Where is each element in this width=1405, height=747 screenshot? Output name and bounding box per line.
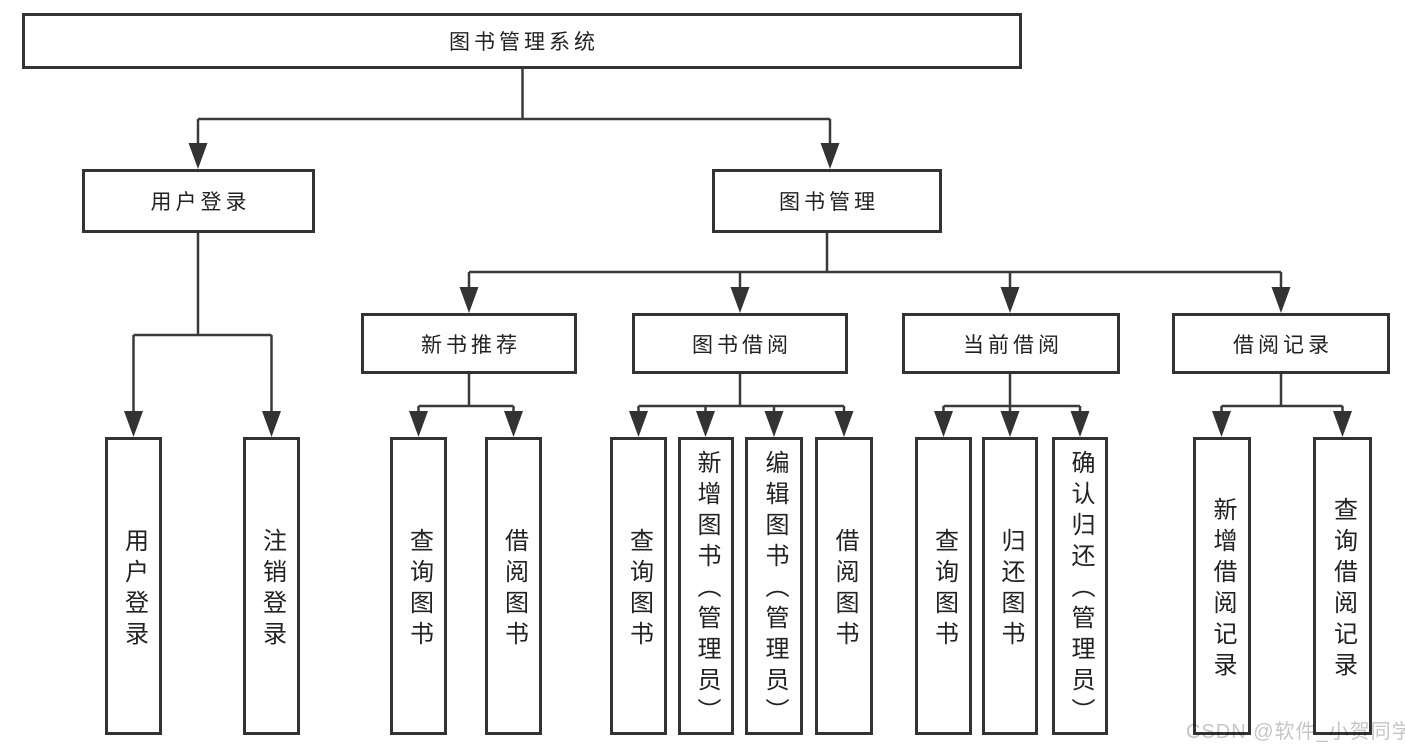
arrowhead: [696, 411, 715, 437]
node-current-borrowing: 当前借阅: [902, 313, 1120, 374]
node-library-management-system-label: 图书管理系统: [449, 31, 599, 54]
arrowhead: [934, 411, 953, 437]
leaf-rec-borrow-books: 借阅图书: [485, 437, 542, 735]
arrowhead: [409, 411, 428, 437]
arrowhead: [188, 143, 208, 169]
node-borrowing-records-label: 借阅记录: [1233, 333, 1333, 357]
leaf-logout: 注销登录: [243, 437, 300, 735]
connector-root-to-level2: [196, 69, 832, 146]
leaf-rec-query-books-label: 查询图书: [405, 527, 433, 652]
leaf-records-add-borrow-record-label: 新增借阅记录: [1209, 496, 1236, 683]
leaf-borrow-edit-books-admin: 编辑图书（管理员）: [745, 437, 803, 735]
leaf-user-login: 用户登录: [105, 437, 162, 735]
leaf-rec-query-books: 查询图书: [390, 437, 447, 735]
leaf-current-query-books: 查询图书: [915, 437, 972, 735]
leaf-borrow-add-books-admin-label: 新增图书（管理员）: [693, 450, 720, 729]
arrowhead: [1271, 287, 1291, 313]
arrowhead: [629, 411, 648, 437]
node-new-book-recommendation: 新书推荐: [361, 313, 577, 374]
arrowhead: [1000, 411, 1020, 437]
leaf-borrow-query-books-label: 查询图书: [625, 527, 653, 652]
arrowhead: [1070, 411, 1090, 437]
leaf-user-login-label: 用户登录: [120, 527, 148, 652]
connector-borrow-records-children: [1220, 374, 1344, 414]
leaf-logout-label: 注销登录: [258, 527, 286, 652]
arrowhead: [459, 287, 479, 313]
leaf-records-query-borrow-record: 查询借阅记录: [1313, 437, 1372, 735]
leaf-current-query-books-label: 查询图书: [930, 527, 958, 652]
leaf-records-add-borrow-record: 新增借阅记录: [1193, 437, 1251, 735]
leaf-borrow-borrow-books-label: 借阅图书: [831, 527, 858, 652]
arrowhead: [834, 411, 854, 437]
connector-user-login-children: [132, 233, 273, 414]
node-current-borrowing-label: 当前借阅: [963, 333, 1063, 357]
leaf-borrow-query-books: 查询图书: [610, 437, 667, 735]
connector-book-borrow-children: [637, 374, 846, 414]
node-book-borrowing-label: 图书借阅: [692, 333, 792, 357]
leaf-rec-borrow-books-label: 借阅图书: [500, 527, 528, 652]
node-book-management-label: 图书管理: [779, 191, 879, 214]
leaf-borrow-borrow-books: 借阅图书: [815, 437, 873, 735]
csdn-watermark: CSDN @软件_小贺同学: [1186, 721, 1405, 743]
arrowhead: [730, 287, 750, 313]
node-user-login: 用户登录: [82, 169, 315, 233]
leaf-records-query-borrow-record-label: 查询借阅记录: [1329, 496, 1357, 683]
arrowhead: [764, 411, 784, 437]
node-library-management-system: 图书管理系统: [22, 13, 1022, 69]
connector-book-mgmt-children: [467, 233, 1283, 292]
leaf-current-return-books: 归还图书: [982, 437, 1038, 735]
node-borrowing-records: 借阅记录: [1172, 313, 1390, 374]
arrowhead: [1212, 411, 1231, 437]
arrowhead: [124, 411, 143, 437]
arrowhead: [262, 411, 281, 437]
node-user-login-label: 用户登录: [150, 191, 251, 214]
arrowhead: [820, 143, 840, 169]
leaf-current-confirm-return-admin-label: 确认归还（管理员）: [1067, 450, 1094, 729]
leaf-borrow-add-books-admin: 新增图书（管理员）: [678, 437, 734, 735]
node-book-management: 图书管理: [712, 169, 942, 233]
leaf-borrow-edit-books-admin-label: 编辑图书（管理员）: [761, 450, 788, 729]
connector-new-book-rec-children: [417, 374, 515, 414]
leaf-current-return-books-label: 归还图书: [997, 527, 1024, 652]
arrowhead: [1333, 411, 1352, 437]
connector-current-borrow-children: [942, 374, 1082, 414]
arrowhead: [504, 411, 523, 437]
node-book-borrowing: 图书借阅: [632, 313, 848, 374]
leaf-current-confirm-return-admin: 确认归还（管理员）: [1052, 437, 1108, 735]
arrowhead: [1000, 287, 1020, 313]
node-new-book-recommendation-label: 新书推荐: [421, 333, 521, 357]
